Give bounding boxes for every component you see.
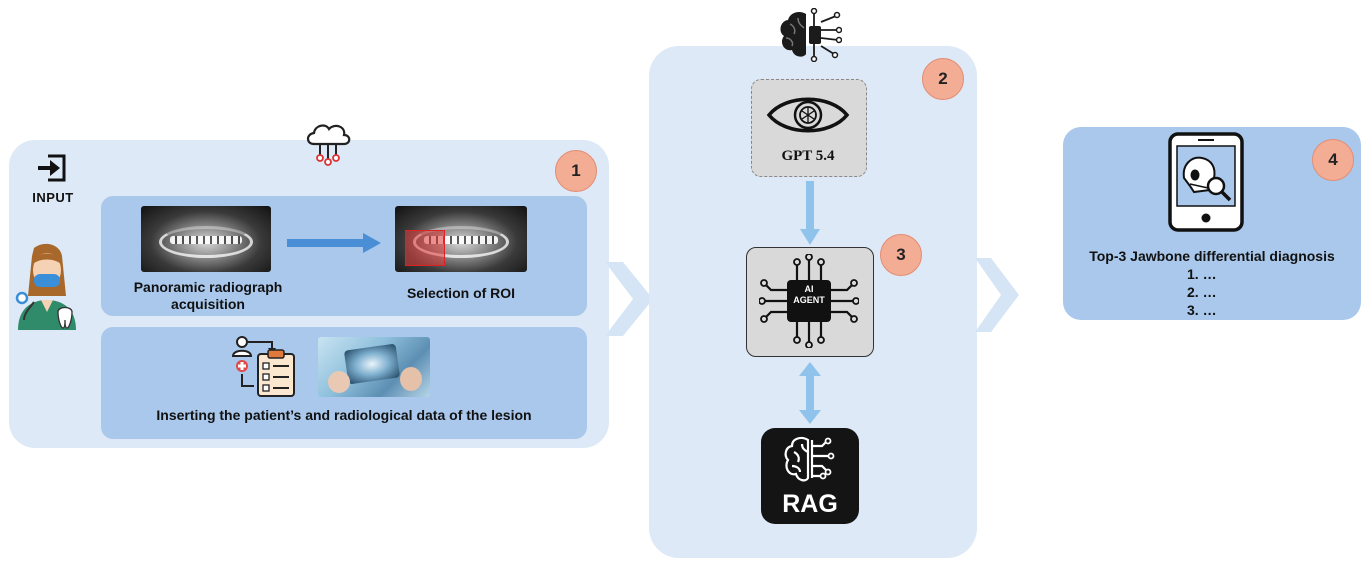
step-badge-3: 3 (880, 234, 922, 276)
diagnosis-item-3: 3. … (1187, 302, 1217, 318)
panoramic-radiograph-image (141, 206, 271, 272)
tablet-skull-icon (1168, 132, 1244, 232)
rag-label: RAG (782, 490, 838, 518)
acquisition-label: Panoramic radiograph acquisition (133, 279, 283, 312)
roi-highlight (405, 230, 445, 266)
rag-brain-icon (784, 436, 835, 482)
gpt-to-agent-arrow (800, 181, 820, 245)
radiograph-review-photo (318, 337, 430, 397)
roi-label: Selection of ROI (406, 285, 516, 301)
roi-radiograph-image (395, 206, 527, 272)
step-badge-2: 2 (922, 58, 964, 100)
diagnosis-item-1: 1. … (1187, 266, 1217, 282)
acquisition-to-roi-arrow (287, 233, 381, 253)
input-label: INPUT (32, 190, 74, 205)
diagnosis-item-2: 2. … (1187, 284, 1217, 300)
brain-chip-icon (780, 8, 842, 62)
dentist-avatar-icon (15, 243, 76, 330)
diagnosis-title: Top-3 Jawbone differential diagnosis (1089, 248, 1335, 264)
flow-chevron-2 (975, 258, 1019, 332)
step-badge-1: 1 (555, 150, 597, 192)
cloud-network-icon (306, 124, 351, 166)
gpt-label: GPT 5.4 (781, 148, 835, 164)
rag-card (761, 428, 859, 524)
input-arrow-icon (38, 154, 66, 182)
step-badge-4: 4 (1312, 139, 1354, 181)
patient-clipboard-icon (231, 336, 295, 397)
eye-icon (766, 97, 850, 133)
agent-rag-double-arrow (799, 362, 821, 424)
ai-agent-chip-text: AI AGENT (793, 284, 825, 305)
flow-chevron-1 (605, 262, 653, 336)
patient-data-label: Inserting the patient’s and radiological… (156, 407, 532, 423)
ai-chip-icon (759, 254, 859, 348)
